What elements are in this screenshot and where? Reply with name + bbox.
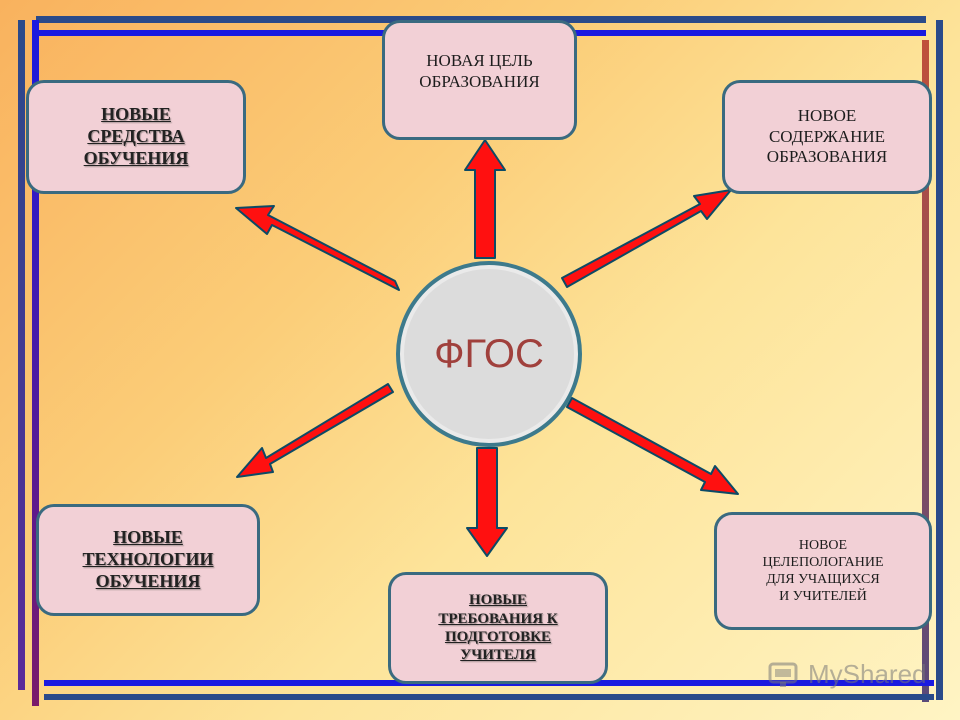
fgos-hub: ФГОС xyxy=(396,261,582,447)
node-new-technologies-text: НОВЫЕ ТЕХНОЛОГИИ ОБУЧЕНИЯ xyxy=(82,527,214,591)
node-new-requirements: НОВЫЕ ТРЕБОВАНИЯ К ПОДГОТОВКЕ УЧИТЕЛЯ xyxy=(388,572,608,684)
arrow-upper-right xyxy=(561,189,732,288)
node-new-content-text: НОВОЕ СОДЕРЖАНИЕ ОБРАЗОВАНИЯ xyxy=(766,105,888,167)
node-new-content: НОВОЕ СОДЕРЖАНИЕ ОБРАЗОВАНИЯ xyxy=(722,80,932,194)
node-new-technologies: НОВЫЕ ТЕХНОЛОГИИ ОБУЧЕНИЯ xyxy=(36,504,260,616)
node-new-goalsetting: НОВОЕ ЦЕЛЕПОЛОГАНИЕ ДЛЯ УЧАЩИХСЯ И УЧИТЕ… xyxy=(714,512,932,630)
frame-right-line xyxy=(922,40,929,702)
frame-top-line xyxy=(36,16,926,23)
node-new-means: НОВЫЕ СРЕДСТВА ОБУЧЕНИЯ xyxy=(26,80,246,194)
node-new-goalsetting-text: НОВОЕ ЦЕЛЕПОЛОГАНИЕ ДЛЯ УЧАЩИХСЯ И УЧИТЕ… xyxy=(762,537,884,605)
arrow-lower-left xyxy=(236,383,394,478)
arrow-upper-left xyxy=(235,205,400,291)
frame-left-line-2 xyxy=(32,20,39,706)
arrow-up xyxy=(464,139,506,259)
watermark-text: MyShared xyxy=(808,658,927,689)
frame-bottom-line-2 xyxy=(44,694,934,700)
frame-right-line-2 xyxy=(936,20,943,700)
arrow-down xyxy=(466,447,508,557)
node-new-goal: НОВАЯ ЦЕЛЬ ОБРАЗОВАНИЯ xyxy=(382,20,577,140)
arrow-lower-right xyxy=(566,397,739,495)
node-new-goal-text: НОВАЯ ЦЕЛЬ ОБРАЗОВАНИЯ xyxy=(419,51,540,91)
watermark-logo-icon xyxy=(768,662,798,687)
hub-label: ФГОС xyxy=(434,331,544,376)
node-new-requirements-text: НОВЫЕ ТРЕБОВАНИЯ К ПОДГОТОВКЕ УЧИТЕЛЯ xyxy=(438,592,558,664)
frame-left-line xyxy=(18,20,25,690)
watermark: MyShared xyxy=(768,652,927,696)
node-new-means-text: НОВЫЕ СРЕДСТВА ОБУЧЕНИЯ xyxy=(83,104,189,168)
